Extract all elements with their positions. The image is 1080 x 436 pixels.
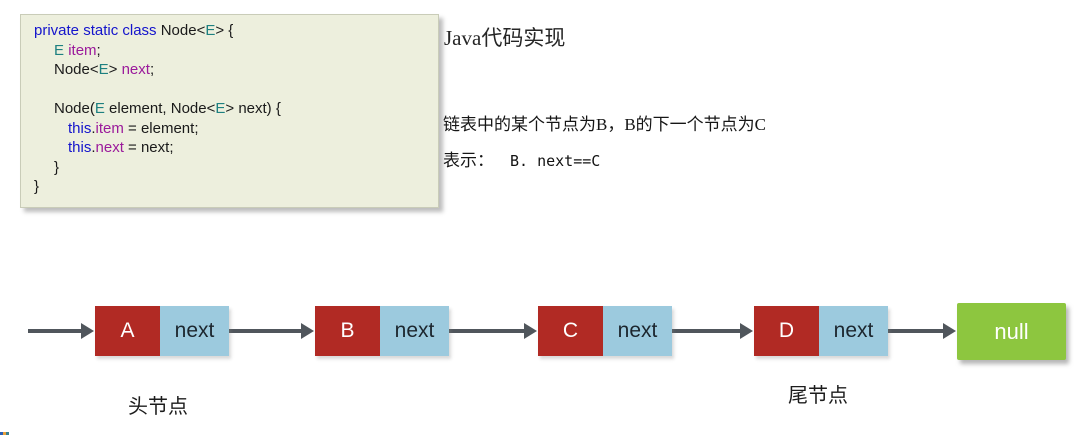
code-line: Node(E element, Node<E> next) {: [34, 99, 438, 119]
code-line: private static class Node<E> {: [34, 21, 438, 41]
node-data-box: B: [315, 306, 380, 356]
section-title: Java代码实现: [444, 26, 566, 50]
code-token-plain: Node(: [54, 100, 95, 117]
code-line: E item;: [34, 41, 438, 61]
link-arrow: [28, 323, 94, 339]
code-block: private static class Node<E> {E item;Nod…: [34, 21, 438, 197]
code-token-plain: element, Node<: [104, 100, 216, 117]
code-token-plain: }: [34, 178, 40, 195]
java-code-panel: private static class Node<E> {E item;Nod…: [20, 14, 439, 208]
code-token-plain: ;: [96, 41, 101, 59]
code-line: this.next = next;: [34, 138, 438, 158]
code-line: }: [34, 177, 438, 197]
null-box: null: [957, 303, 1066, 360]
code-line: this.item = element;: [34, 119, 438, 139]
code-token-plain: = element;: [123, 119, 199, 137]
node-data-box: C: [538, 306, 603, 356]
code-token-keyword: this: [68, 139, 92, 156]
code-token-plain: > next) {: [225, 100, 281, 117]
artifact-pixel: [3, 432, 6, 435]
code-token-field: next: [95, 139, 124, 156]
node-data-box: D: [754, 306, 819, 356]
head-node-label: 头节点: [128, 396, 188, 418]
link-arrow: [672, 323, 753, 339]
code-token-field: item: [95, 119, 124, 137]
code-token-typeparam: E: [94, 100, 105, 117]
code-token-plain: Node<: [54, 61, 99, 78]
code-token-keyword: this: [68, 119, 92, 137]
expression-line: 表示： B. next==C: [443, 146, 600, 171]
node-data-box: A: [95, 306, 160, 356]
code-token-typeparam: E: [205, 22, 216, 39]
link-arrow: [449, 323, 537, 339]
code-token-typeparam: E: [215, 100, 226, 117]
expression-code: B. next==C: [510, 152, 601, 170]
code-token-typeparam: E: [54, 41, 65, 59]
node-next-box: next: [160, 306, 229, 356]
node-next-box: next: [819, 306, 888, 356]
code-token-plain: = next;: [123, 139, 174, 156]
code-line: Node<E> next;: [34, 60, 438, 80]
code-token-plain: .: [91, 119, 96, 137]
node-next-box: next: [380, 306, 449, 356]
tail-node-label: 尾节点: [788, 385, 848, 407]
code-token-plain: Node<: [160, 22, 206, 39]
link-arrow: [229, 323, 314, 339]
artifact-pixel: [0, 432, 3, 435]
code-token-keyword: private static class: [34, 22, 161, 39]
code-token-typeparam: E: [98, 61, 109, 78]
description-text: 链表中的某个节点为B，B的下一个节点为C: [443, 115, 767, 134]
node-next-box: next: [603, 306, 672, 356]
code-token-plain: > {: [215, 22, 234, 39]
code-token-field: item: [68, 41, 97, 59]
code-token-plain: ;: [149, 61, 155, 78]
code-token-plain: }: [54, 158, 60, 176]
code-token-plain: .: [91, 139, 96, 156]
expression-label: 表示：: [443, 151, 494, 170]
code-token-field: next: [121, 61, 150, 78]
link-arrow: [888, 323, 956, 339]
artifact-pixel: [6, 432, 9, 435]
code-token-plain: >: [108, 61, 122, 78]
code-line: }: [34, 158, 438, 178]
bottom-left-pixel-artifact: [0, 431, 9, 435]
